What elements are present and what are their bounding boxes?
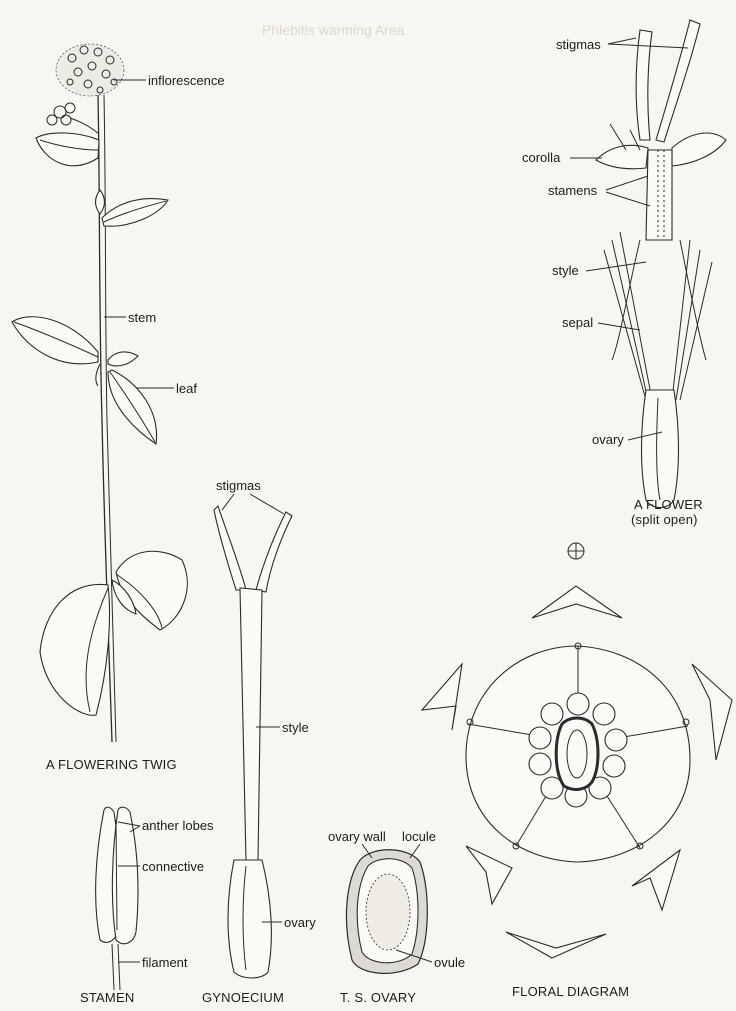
lower-leaf-left [40,584,110,715]
bract-bottom-right [632,850,680,910]
label-gyn-style: style [282,720,309,735]
gynoecium-stigma-left [214,506,246,590]
label-gyn-ovary: ovary [284,915,316,930]
leader-stigmas-a [608,38,636,44]
flower-ovary [642,390,679,508]
leader-style [586,262,646,271]
corolla-lobe-left [596,145,648,168]
label-stem: stem [128,310,156,325]
leader-gyn-stigmas-b [250,494,284,514]
gynoecium-ovary [228,860,271,978]
label-ovule: ovule [434,955,465,970]
caption-flower-line1: A FLOWER [634,497,703,512]
gynoecium-drawing [214,506,292,978]
floral-diagram-drawing [422,586,732,958]
label-gyn-stigmas: stigmas [216,478,261,493]
label-flower-corolla: corolla [522,150,560,165]
label-filament: filament [142,955,188,970]
bract-bottom [506,932,606,958]
leader-stamens-b [606,192,650,206]
ovule [366,874,410,950]
inflorescence-head [56,44,124,96]
label-leaf: leaf [176,381,197,396]
flowering-twig-drawing [12,44,187,742]
bract-left [422,664,462,730]
gynoecium-stigma-right [256,512,292,592]
label-flower-sepal: sepal [562,315,593,330]
bract-right [692,664,732,760]
center-ovary [556,718,598,789]
flower-stigma-2 [656,20,700,142]
stamen-drawing [96,807,138,990]
label-flower-stamens: stamens [548,183,597,198]
corolla-tube [646,150,672,240]
label-flower-ovary: ovary [592,432,624,447]
filament [112,944,120,990]
label-locule: locule [402,829,436,844]
label-ovary-wall: ovary wall [328,829,386,844]
bract-top [532,586,622,618]
ts-ovary-drawing [346,850,427,974]
label-connective: connective [142,859,204,874]
leader-stamens-a [606,176,648,190]
side-buds [47,103,99,134]
caption-ts-ovary: T. S. OVARY [340,990,416,1005]
caption-stamen: STAMEN [80,990,134,1005]
caption-flowering-twig: A FLOWERING TWIG [46,757,177,772]
gynoecium-style [240,588,262,860]
leader-sepal [598,323,640,330]
label-flower-style: style [552,263,579,278]
lower-leaf-right [116,551,187,630]
caption-gynoecium: GYNOECIUM [202,990,284,1005]
middle-leaf-left [12,317,98,364]
leader-locule [410,844,420,858]
corolla-lobe-right [672,133,726,166]
caption-floral-diagram: FLORAL DIAGRAM [512,984,629,999]
label-flower-stigmas: stigmas [556,37,601,52]
caption-flower-line2: (split open) [631,512,698,527]
bract-bottom-left [466,846,512,904]
leader-gyn-stigmas-a [222,494,234,510]
label-anther-lobes: anther lobes [142,818,214,833]
label-inflorescence: inflorescence [148,73,225,88]
